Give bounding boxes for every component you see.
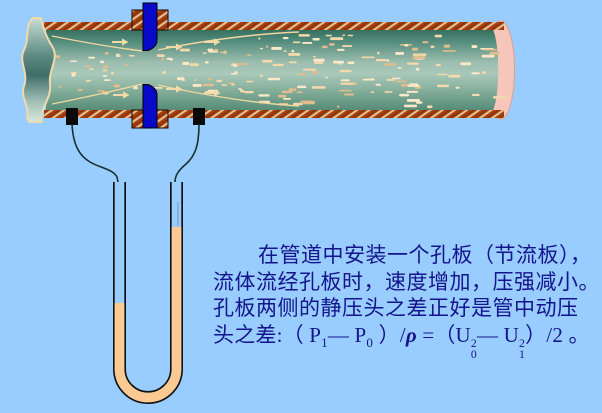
fluid-speckles: [54, 34, 508, 109]
flow-line-converge-top: [51, 35, 143, 52]
pipe-wall-bottom: [44, 110, 504, 118]
orifice-plate-upper: [142, 2, 158, 51]
orifice-plate-lower: [142, 84, 158, 129]
pressure-tap-upstream: [66, 108, 78, 125]
flow-arrow: [112, 38, 129, 46]
flow-arrow: [113, 91, 130, 99]
flow-line-diverge-bottom: [157, 84, 300, 107]
caption-line-3: 孔板两侧的静压头之差正好是管中动压: [213, 296, 579, 320]
connecting-tube-right: [174, 123, 200, 183]
caption-text-block: 在管道中安装一个孔板（节流板）， 流体流经孔板时，速度增加，压强减小。 孔板两侧…: [213, 242, 602, 360]
manometer-fluid-column: [114, 227, 182, 403]
pipe-break-left: [21, 17, 56, 123]
flow-arrow: [166, 43, 183, 51]
caption-line-1: 在管道中安装一个孔板（节流板），: [258, 243, 592, 267]
flow-arrows: [112, 38, 221, 99]
flow-line-converge-bottom: [51, 83, 143, 105]
flow-arrow: [204, 89, 221, 97]
connecting-tube-left: [71, 123, 119, 183]
flow-arrow: [204, 38, 221, 46]
u-tube-manometer: [113, 182, 183, 404]
flow-arrow: [166, 85, 183, 93]
caption-line-2: 流体流经孔板时，速度增加，压强减小。: [213, 269, 600, 294]
pipe-wall-top: [44, 22, 504, 30]
pressure-tap-downstream: [193, 108, 205, 125]
